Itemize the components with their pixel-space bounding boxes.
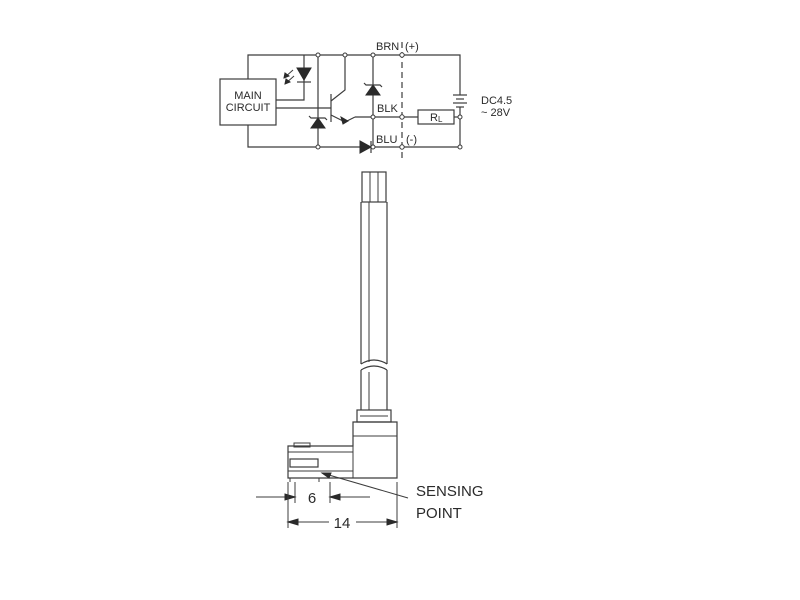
cable-end-wires bbox=[361, 171, 387, 203]
sensing-point-leader bbox=[321, 472, 409, 499]
junction-dot bbox=[370, 52, 376, 58]
junction-dot bbox=[457, 114, 463, 120]
terminal-blu bbox=[399, 144, 405, 150]
sensor-outline bbox=[287, 171, 398, 482]
terminal-blk bbox=[399, 114, 405, 120]
sensing-slot bbox=[289, 458, 319, 468]
junction-dot bbox=[315, 144, 321, 150]
battery-symbol bbox=[453, 94, 467, 108]
load-resistor bbox=[417, 109, 455, 125]
dim-14-value: 14 bbox=[334, 515, 351, 532]
mounting-tab bbox=[293, 442, 311, 448]
junction-dot bbox=[315, 52, 321, 58]
main-circuit-label-line2: CIRCUIT bbox=[226, 102, 271, 114]
reverse-diode-symbol bbox=[359, 140, 373, 154]
sensing-point-label-line1: SENSING bbox=[416, 483, 484, 500]
transistor-collector bbox=[330, 55, 346, 102]
junction-dot bbox=[342, 52, 348, 58]
zener-left-symbol bbox=[310, 117, 326, 129]
junction-dot bbox=[457, 144, 463, 150]
blu-rail bbox=[247, 108, 461, 148]
supply-voltage-line2: ~ 28V bbox=[481, 107, 511, 119]
circuit-schematic: MAIN CIRCUIT bbox=[219, 41, 512, 160]
led-diode-symbol bbox=[296, 67, 312, 81]
main-circuit-label-line1: MAIN bbox=[234, 90, 262, 102]
zener-right-symbol bbox=[365, 84, 381, 96]
junction-dot bbox=[370, 144, 376, 150]
sensing-point-label-line2: POINT bbox=[416, 505, 462, 522]
brn-polarity: (+) bbox=[405, 41, 419, 53]
brn-label: BRN bbox=[376, 41, 399, 53]
blu-label: BLU bbox=[376, 134, 397, 146]
load-label: RL bbox=[430, 112, 443, 124]
blk-label: BLK bbox=[377, 103, 398, 115]
terminal-brn bbox=[399, 52, 405, 58]
dimensions: 6 14 SENSING POINT bbox=[256, 472, 484, 532]
led-branch bbox=[276, 55, 305, 101]
dim-6-value: 6 bbox=[308, 490, 316, 507]
supply-voltage-line1: DC4.5 bbox=[481, 95, 512, 107]
blu-polarity: (-) bbox=[406, 134, 417, 146]
junction-dot bbox=[370, 114, 376, 120]
sensor-body bbox=[287, 421, 398, 479]
cable-break bbox=[360, 359, 388, 365]
brn-rail bbox=[247, 54, 461, 95]
